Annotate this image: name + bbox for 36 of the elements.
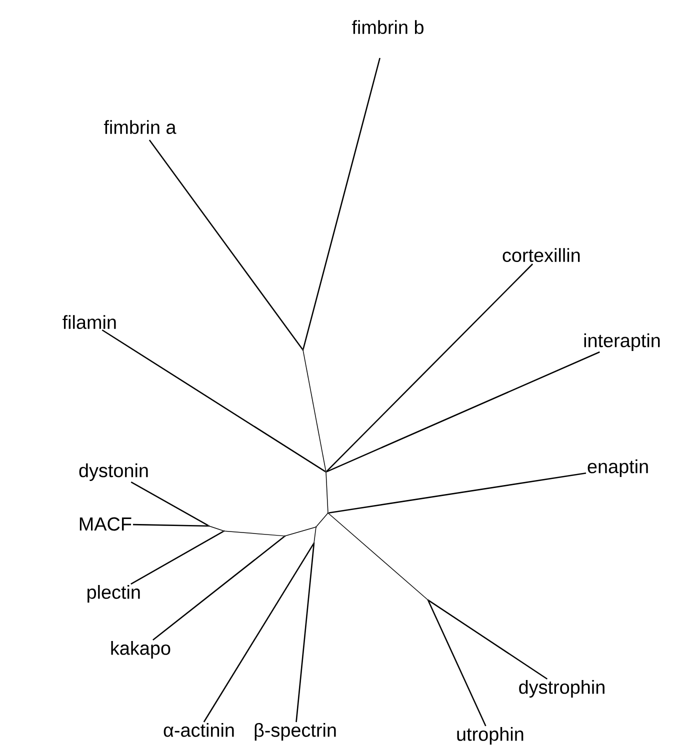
tree-branch xyxy=(296,544,315,722)
leaf-label: cortexillin xyxy=(502,248,580,262)
leaf-label: enaptin xyxy=(588,459,648,477)
leaf-label: dystrophin xyxy=(519,680,604,698)
leaf-label: filamin xyxy=(62,315,116,329)
tree-branch xyxy=(209,526,224,532)
tree-branch xyxy=(148,140,304,350)
tree-branch xyxy=(326,351,600,472)
leaf-label: α-actinin xyxy=(164,723,234,737)
leaf-label: β-spectrin xyxy=(254,723,336,741)
tree-branch xyxy=(224,530,285,536)
tree-branch xyxy=(326,264,534,472)
tree-branch xyxy=(132,524,208,527)
leaf-label: kakapo xyxy=(111,641,170,659)
tree-branch xyxy=(152,536,285,641)
tree-branch xyxy=(203,543,314,722)
tree-branch xyxy=(328,472,586,514)
leaf-label: utrophin xyxy=(457,727,524,745)
tree-branch xyxy=(326,472,328,513)
tree-branch xyxy=(302,58,380,350)
leaf-label: fimbrin b xyxy=(352,20,424,34)
tree-branch xyxy=(130,530,224,585)
tree-branch xyxy=(314,527,316,543)
leaf-label: interaptin xyxy=(584,333,660,351)
tree-branch xyxy=(428,600,486,726)
tree-branch xyxy=(428,600,548,680)
tree-branch xyxy=(316,513,328,527)
tree-branch xyxy=(130,481,209,526)
tree-branch xyxy=(102,329,326,472)
leaf-label: fimbrin a xyxy=(104,120,176,134)
tree-branch xyxy=(285,526,316,536)
leaf-label: dystonin xyxy=(79,463,148,481)
tree-branch xyxy=(328,513,428,600)
tree-branch xyxy=(302,350,326,472)
leaf-label: MACF xyxy=(80,517,132,531)
leaf-label: plectin xyxy=(88,585,140,603)
